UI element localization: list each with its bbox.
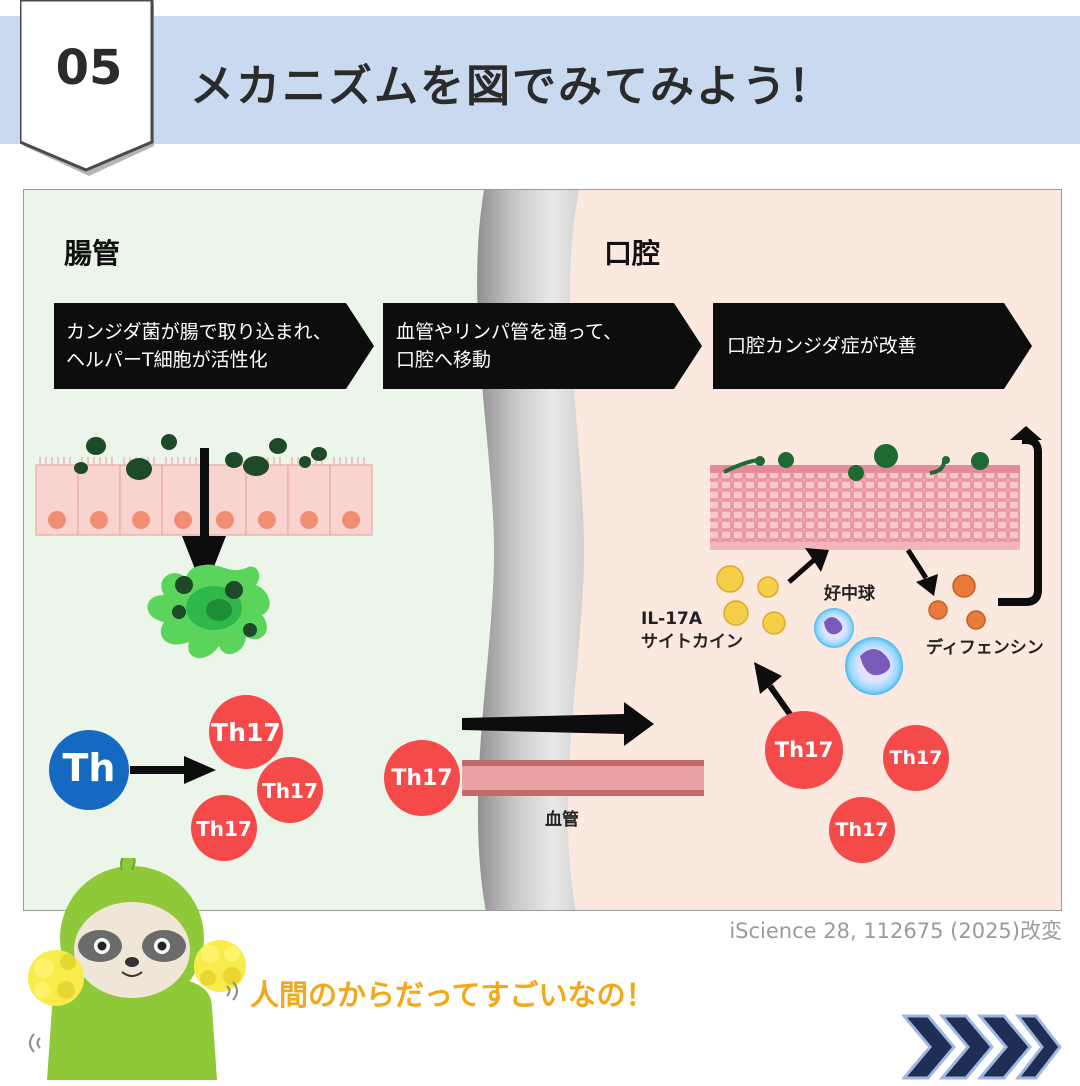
region-title-oral: 口腔: [604, 237, 661, 270]
cytokine-label: IL-17A サイトカイン: [641, 609, 743, 652]
mascot-character: [22, 852, 252, 1084]
th17-label-vessel: Th17: [391, 766, 453, 791]
blood-vessel: [462, 760, 704, 796]
il17a-cytokines: [716, 565, 786, 635]
oral-epithelium: [710, 465, 1020, 550]
th17-label-oral-3: Th17: [835, 819, 889, 841]
th17-label-gut-1: Th17: [211, 718, 281, 747]
pompom-right: [194, 940, 246, 992]
arrow-down-gut: [182, 448, 226, 592]
defensin-label: ディフェンシン: [926, 638, 1044, 658]
pompom-left: [28, 950, 84, 1006]
region-title-gut: 腸管: [64, 237, 121, 270]
candida-gut: [74, 434, 327, 480]
th17-cell-gut-2: [257, 757, 323, 823]
arrow-to-oral: [462, 702, 654, 746]
step-1-text: カンジダ菌が腸で取り込まれ、 ヘルパーT細胞が活性化: [66, 321, 332, 371]
th-cell-label: Th: [62, 746, 116, 790]
page-title: メカニズムを図でみてみよう！: [190, 61, 834, 112]
section-number: 05: [55, 40, 123, 96]
step-banner-1: [54, 303, 374, 389]
step-2-text: 血管やリンパ管を通って、 口腔へ移動: [396, 321, 623, 371]
return-arrow: [998, 436, 1042, 606]
th17-cell-oral-3: [829, 797, 895, 863]
neutrophils: [814, 608, 903, 695]
step-banner-3: [713, 303, 1032, 389]
th17-label-oral-1: Th17: [774, 738, 834, 762]
mechanism-diagram: 腸管 口腔 カンジダ菌が腸で取り込まれ、 ヘルパーT細胞が活性化 血管やリンパ管…: [23, 189, 1062, 911]
citation: iScience 28, 112675 (2025)改変: [729, 919, 1062, 943]
sound-waves-icon: [29, 981, 238, 1053]
th-cell-gut: [49, 730, 129, 810]
th17-label-oral-2: Th17: [889, 747, 943, 769]
th17-cell-gut-1: [209, 695, 283, 769]
th17-label-gut-2: Th17: [262, 779, 318, 803]
mascot-speech: 人間のからだってすごいなの！: [250, 978, 655, 1012]
dendritic-cell: [147, 564, 270, 659]
next-page-button[interactable]: [900, 1012, 1062, 1086]
defensins: [928, 574, 986, 630]
arrow-cytokine-to-tissue: [787, 548, 829, 584]
step-banner-2: [383, 303, 702, 389]
section-number-badge: 05: [20, 0, 158, 176]
neutrophil-label: 好中球: [824, 584, 875, 604]
th17-cell-oral-2: [883, 725, 949, 791]
th17-cell-gut-3: [191, 795, 257, 861]
arrow-th-to-th17: [130, 756, 216, 784]
th17-label-gut-3: Th17: [196, 817, 252, 841]
step-3-text: 口腔カンジダ症が改善: [727, 335, 917, 357]
th17-cell-vessel: [384, 740, 460, 816]
th17-cell-oral-1: [765, 711, 843, 789]
triple-chevron-right-icon: [900, 1014, 1062, 1080]
header-band: [0, 16, 1080, 144]
vessel-label: 血管: [545, 810, 579, 830]
candida-oral: [723, 444, 989, 481]
arrow-neutrophil-to-defensin: [905, 548, 938, 596]
